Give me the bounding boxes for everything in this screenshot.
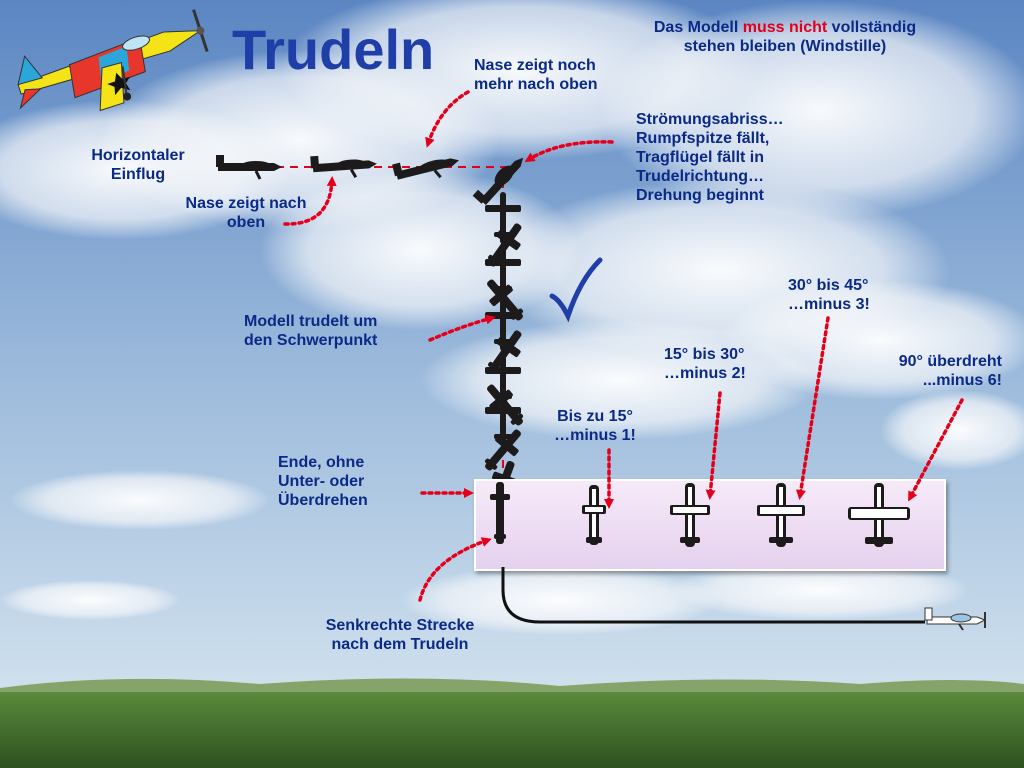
check-icon xyxy=(549,257,603,323)
header-note: Das Modell muss nicht vollständig stehen… xyxy=(653,19,917,55)
exit-plane-icon xyxy=(924,607,987,631)
plane-silhouette-icon xyxy=(310,155,377,179)
plane-45deg-icon xyxy=(757,483,805,547)
label-deduct-90: 90° überdreht...minus 6! xyxy=(898,353,1002,389)
plane-silhouette-icon xyxy=(216,155,282,180)
annotation-arrows xyxy=(283,90,964,602)
label-deduct-30: 15° bis 30°…minus 2! xyxy=(664,346,746,382)
label-deduct-15: Bis zu 15°…minus 1! xyxy=(554,408,636,444)
end-plane-icon xyxy=(490,482,510,544)
plane-15deg-icon xyxy=(582,485,606,545)
label-deduct-45: 30° bis 45°…minus 3! xyxy=(788,277,870,313)
plane-90deg-icon xyxy=(848,483,910,547)
plane-30deg-icon xyxy=(670,483,710,547)
aerobatic-plane-icon xyxy=(17,9,209,112)
grass-ground xyxy=(0,692,1024,768)
page-title: Trudeln xyxy=(232,18,435,81)
label-stall: Strömungsabriss…Rumpfspitze fällt,Tragfl… xyxy=(636,111,784,204)
plane-silhouette-icon xyxy=(472,157,524,205)
plane-silhouette-icon xyxy=(392,158,460,180)
